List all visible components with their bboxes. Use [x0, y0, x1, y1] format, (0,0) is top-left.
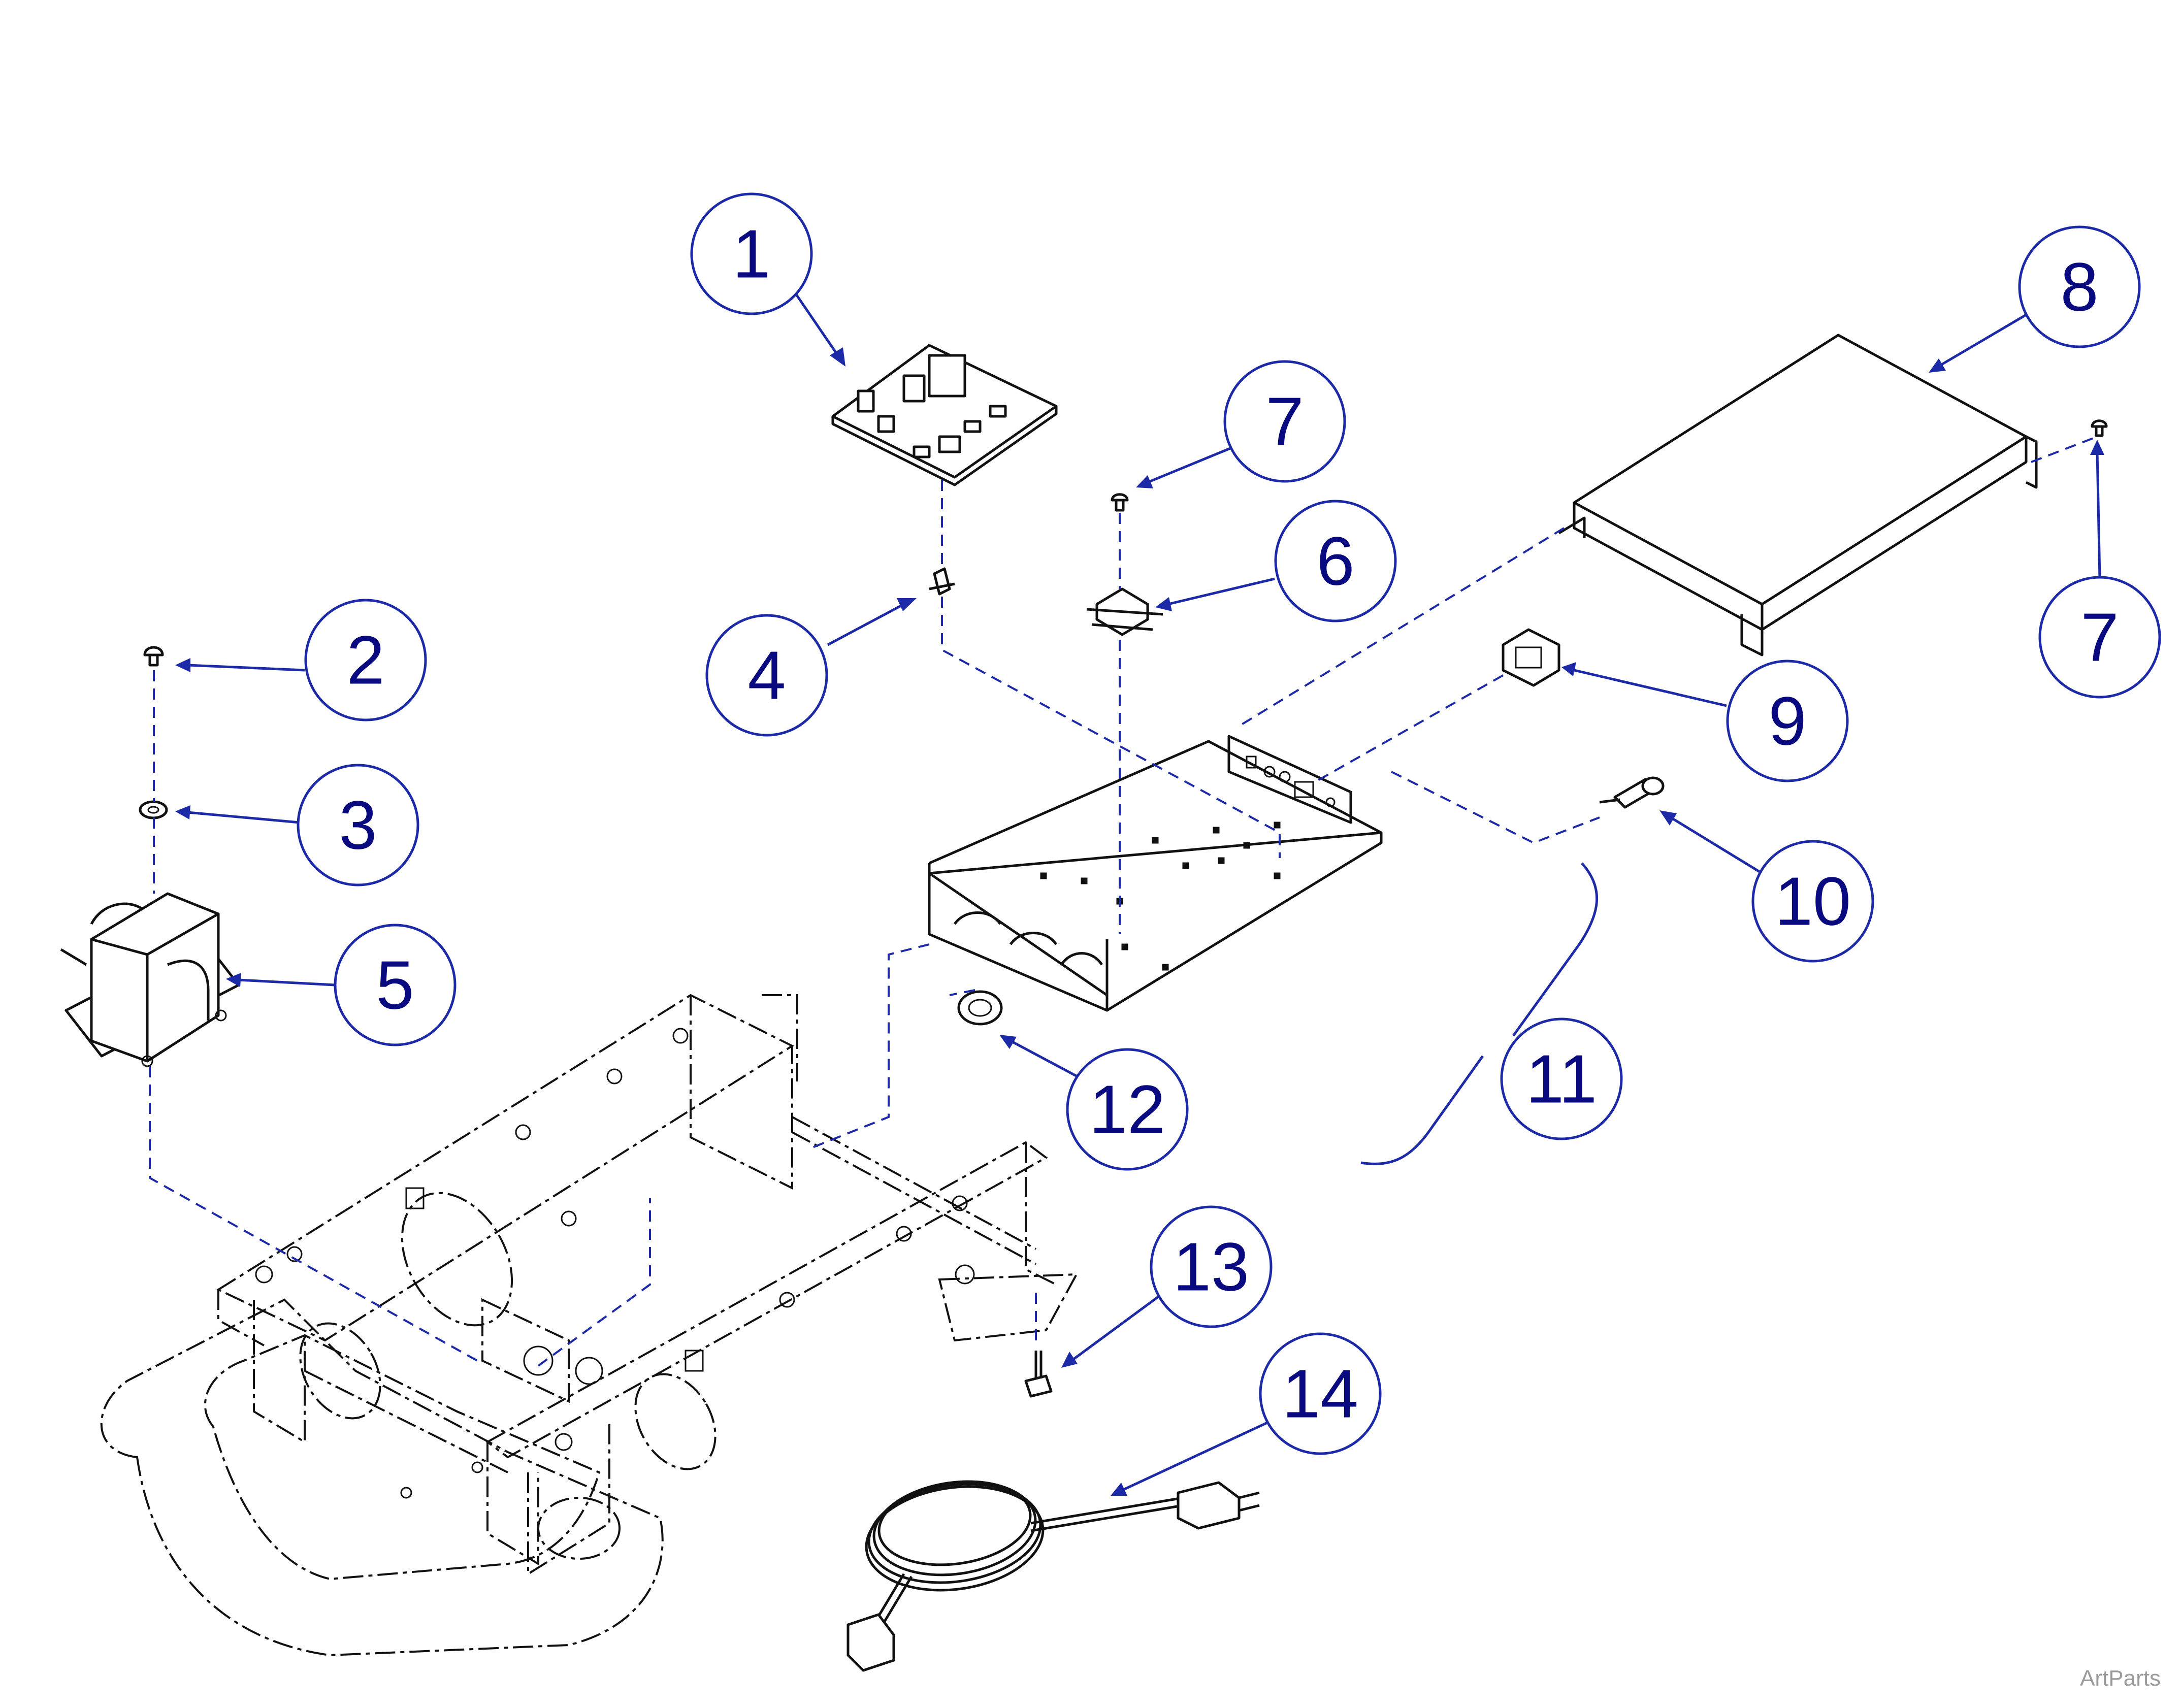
- artparts-watermark: ArtParts: [2080, 1666, 2161, 1691]
- fuse-holder-item-10: [1599, 776, 1665, 809]
- callout-7-top: 7: [1223, 360, 1346, 483]
- callout-label: 3: [339, 787, 377, 864]
- callout-3: 3: [297, 764, 419, 886]
- assembly-lines: [149, 436, 2098, 1367]
- callout-1: 1: [690, 192, 813, 315]
- foot-item-13: [1024, 1351, 1053, 1398]
- base-frame: [100, 994, 1079, 1657]
- callout-7-right: 7: [2038, 576, 2161, 699]
- standoff-clip-item-4: [929, 567, 955, 596]
- terminal-block-item-6: [1086, 587, 1163, 636]
- callout-label: 5: [376, 947, 414, 1024]
- callout-label: 14: [1282, 1356, 1358, 1432]
- callout-label: 13: [1173, 1229, 1249, 1305]
- callout-2: 2: [304, 599, 427, 721]
- callout-8: 8: [2018, 225, 2141, 348]
- callout-5: 5: [334, 924, 457, 1046]
- callout-label: 4: [747, 637, 786, 714]
- callout-label: 11: [1526, 1041, 1597, 1118]
- washer-item-3: [139, 800, 168, 819]
- callout-label: 8: [2060, 249, 2098, 325]
- harness-bracket-item-11: [1360, 862, 1599, 1165]
- callout-label: 10: [1775, 863, 1851, 940]
- transformer-item-5: [60, 892, 240, 1067]
- callout-label: 12: [1089, 1071, 1165, 1148]
- screw-item-7-right: [2091, 419, 2108, 437]
- screw-item-2: [143, 646, 164, 667]
- callout-label: 7: [1265, 383, 1304, 460]
- callout-label: 7: [2080, 599, 2119, 676]
- leader-lines: [175, 293, 2104, 1496]
- callout-label: 1: [732, 216, 770, 292]
- callout-4: 4: [705, 614, 828, 737]
- callout-label: 6: [1316, 523, 1354, 600]
- power-switch-item-9: [1502, 628, 1560, 687]
- circuit-board: [831, 344, 1058, 486]
- callout-label: 2: [346, 622, 384, 699]
- callout-6: 6: [1274, 500, 1397, 622]
- callout-13: 13: [1150, 1205, 1273, 1328]
- chassis-tray: [928, 735, 1383, 1012]
- callout-9: 9: [1726, 660, 1849, 782]
- callout-10: 10: [1751, 840, 1874, 963]
- cover-item-8: [1558, 334, 2038, 656]
- screw-item-7-top: [1111, 493, 1129, 512]
- grommet-item-12: [957, 990, 1003, 1026]
- power-cord-item-14: [847, 1480, 1260, 1672]
- callout-11: 11: [1500, 1017, 1623, 1140]
- callout-12: 12: [1066, 1048, 1189, 1171]
- callout-label: 9: [1768, 683, 1806, 760]
- callout-14: 14: [1259, 1332, 1382, 1455]
